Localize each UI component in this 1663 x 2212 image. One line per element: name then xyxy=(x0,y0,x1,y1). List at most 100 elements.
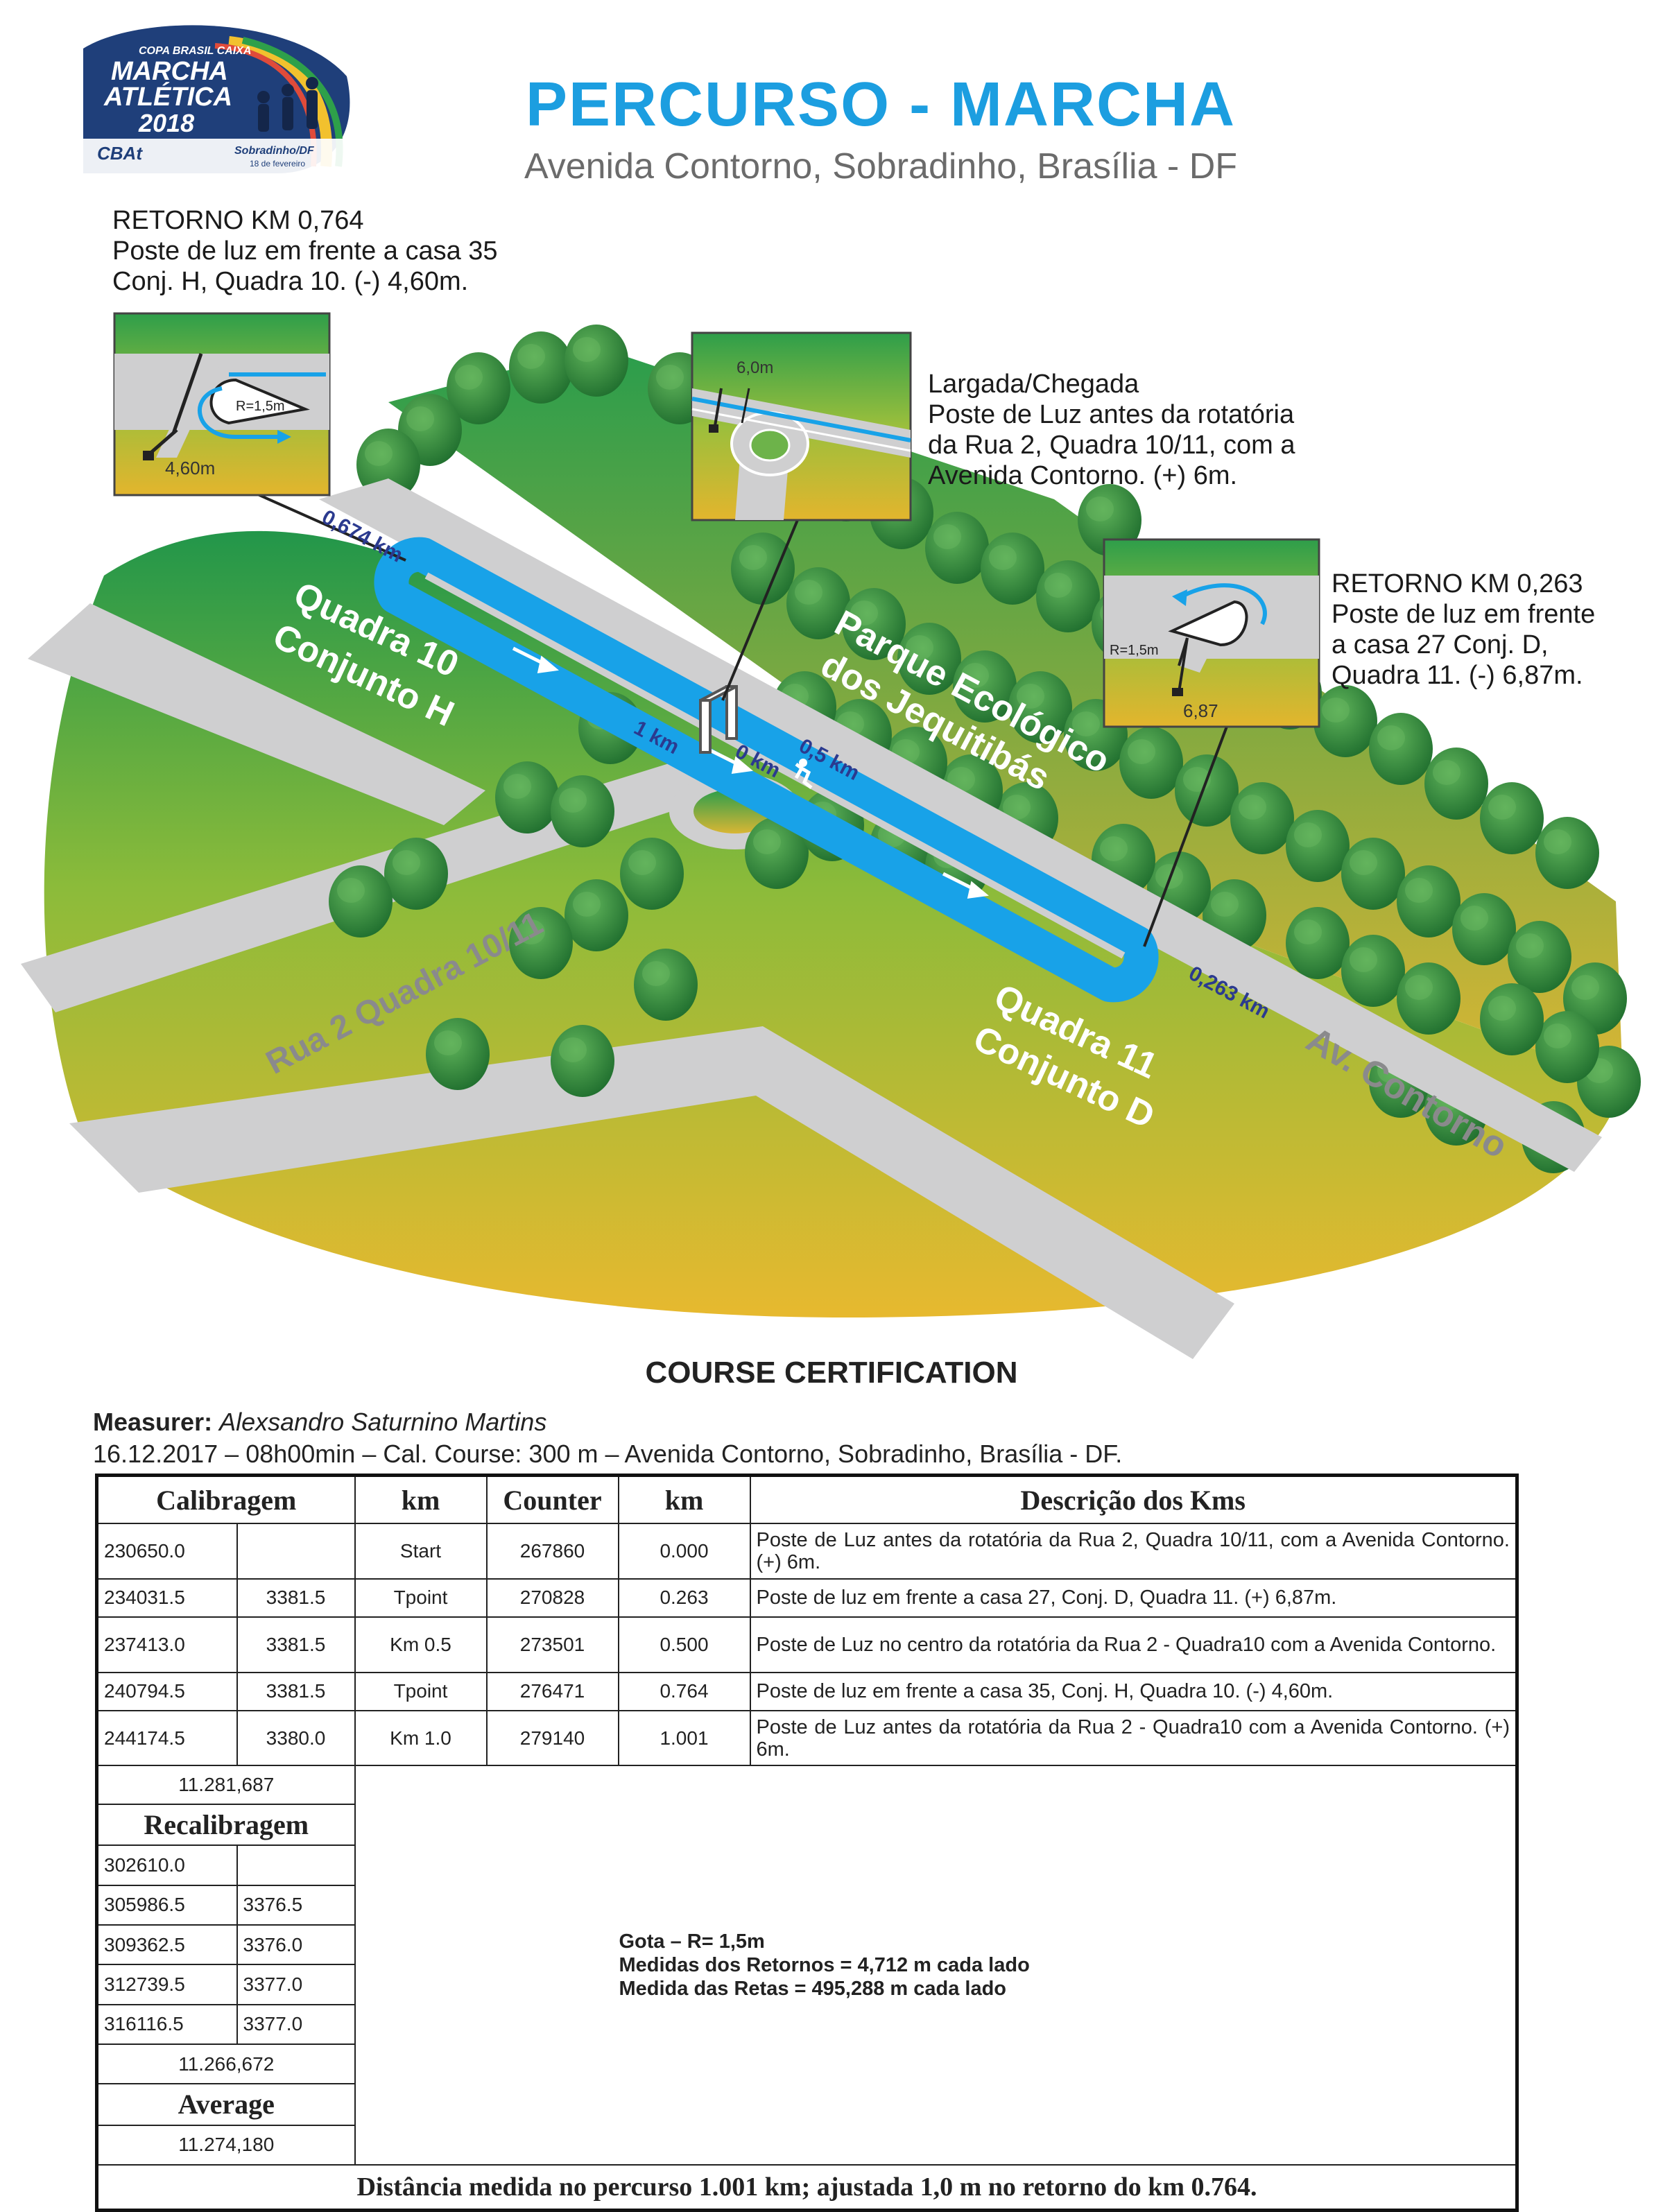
table-row: 237413.0 3381.5 Km 0.5 273501 0.500 Post… xyxy=(96,1616,1518,1673)
average-title-row: Average xyxy=(96,2083,1517,2126)
event-logo: COPA BRASIL CAIXA MARCHA ATLÉTICA 2018 S… xyxy=(83,25,350,173)
cell-cal: 240794.5 xyxy=(96,1671,238,1711)
recal-cal: 316116.5 xyxy=(96,2003,238,2045)
logo-line1: MARCHA xyxy=(111,57,228,86)
cell-km-value: 0.000 xyxy=(617,1523,751,1580)
recal-title: Recalibragem xyxy=(96,1803,356,1847)
inset-b-dist: 6,0m xyxy=(736,358,773,377)
cell-cal: 230650.0 xyxy=(96,1523,238,1580)
page-title: PERCURSO - MARCHA xyxy=(526,70,1236,139)
average-value: 11.274,180 xyxy=(96,2124,356,2166)
recal-cal: 309362.5 xyxy=(96,1924,238,1966)
walker-icon xyxy=(794,763,813,789)
inset-retorno-764: R=1,5m 4,60m xyxy=(113,312,331,496)
inset-c-radius: R=1,5m xyxy=(1110,643,1159,658)
walkers-icon xyxy=(257,77,318,132)
recal-diff: 3377.0 xyxy=(236,1964,356,2005)
cell-km: Tpoint xyxy=(354,1578,488,1618)
walker-head xyxy=(799,759,807,767)
table-row: 244174.5 3380.0 Km 1.0 279140 1.001 Post… xyxy=(96,1709,1518,1767)
header-km: km xyxy=(354,1474,488,1525)
table-header-row: Calibragem km Counter km Descrição dos K… xyxy=(96,1474,1518,1525)
recal-diff: 3376.0 xyxy=(236,1924,356,1966)
table-row: 316116.5 3377.0 xyxy=(96,2003,1517,2045)
recal-cal: 305986.5 xyxy=(96,1884,238,1926)
recal-diff: 3377.0 xyxy=(236,2003,356,2045)
certification-footer: Distância medida no percurso 1.001 km; a… xyxy=(96,2164,1518,2211)
note-largada: Largada/Chegada Poste de Luz antes da ro… xyxy=(928,370,1295,490)
note-retornos: Medidas dos Retornos = 4,712 m cada lado xyxy=(619,1954,1030,1977)
recal-total-row: 11.266,672 xyxy=(96,2043,1517,2085)
cell-km-value: 1.001 xyxy=(617,1709,751,1767)
cell-diff: 3381.5 xyxy=(236,1616,356,1673)
note-gota: Gota – R= 1,5m xyxy=(619,1930,765,1953)
course-map: R=1,5m 4,60m 6,0m R=1,5m 6,87 Quadra 10 … xyxy=(21,25,1641,1359)
note-retorno-263: RETORNO KM 0,263 Poste de luz em frente … xyxy=(1332,569,1596,690)
average-title: Average xyxy=(96,2083,356,2126)
header-descricao: Descrição dos Kms xyxy=(749,1474,1518,1525)
note-retorno-764: RETORNO KM 0,764 Poste de luz em frente … xyxy=(112,206,498,296)
cell-diff: 3381.5 xyxy=(236,1671,356,1711)
header-calibragem: Calibragem xyxy=(96,1474,356,1525)
measurer-line: Measurer: Alexsandro Saturnino Martins xyxy=(93,1408,546,1437)
recal-total: 11.266,672 xyxy=(96,2043,356,2085)
footer-row: Distância medida no percurso 1.001 km; a… xyxy=(96,2164,1518,2211)
inset-retorno-263: R=1,5m 6,87 xyxy=(1103,538,1320,728)
cell-desc: Poste de luz em frente a casa 27, Conj. … xyxy=(749,1578,1518,1618)
cell-km-value: 0.500 xyxy=(617,1616,751,1673)
cell-cal: 237413.0 xyxy=(96,1616,238,1673)
note-retas: Medida das Retas = 495,288 m cada lado xyxy=(619,1978,1007,2001)
logo-place: Sobradinho/DF xyxy=(234,145,315,157)
cell-diff xyxy=(236,1523,356,1580)
cell-counter: 276471 xyxy=(485,1671,619,1711)
course-loop-center xyxy=(424,572,1126,959)
logo-line2: ATLÉTICA xyxy=(103,81,232,112)
cell-desc: Poste de Luz antes da rotatória da Rua 2… xyxy=(749,1709,1518,1767)
road-lower xyxy=(69,1026,1234,1359)
cell-km: Start xyxy=(354,1523,488,1580)
cell-km-value: 0.263 xyxy=(617,1578,751,1618)
cell-desc: Poste de luz em frente a casa 35, Conj. … xyxy=(749,1671,1518,1711)
recal-title-row: Recalibragem xyxy=(96,1803,1517,1847)
cell-counter: 267860 xyxy=(485,1523,619,1580)
table-row: 240794.5 3381.5 Tpoint 276471 0.764 Post… xyxy=(96,1671,1518,1711)
cell-cal: 234031.5 xyxy=(96,1578,238,1618)
inset-c-dist: 6,87 xyxy=(1183,700,1218,721)
recal-cal: 312739.5 xyxy=(96,1964,238,2005)
certification-table: Calibragem km Counter km Descrição dos K… xyxy=(95,1474,1519,2212)
start-finish-arch xyxy=(699,685,738,754)
cell-counter: 279140 xyxy=(485,1709,619,1767)
park-area xyxy=(388,347,1623,1082)
average-value-row: 11.274,180 xyxy=(96,2124,1517,2166)
measurer-label: Measurer: xyxy=(93,1408,213,1436)
cal-total-row: 11.281,687 Gota – R= 1,5m Medidas dos Re… xyxy=(96,1765,1518,2166)
cell-desc: Poste de Luz antes da rotatória da Rua 2… xyxy=(749,1523,1518,1580)
cell-km: Km 1.0 xyxy=(354,1709,488,1767)
cell-diff: 3380.0 xyxy=(236,1709,356,1767)
leader-line-start xyxy=(721,519,799,701)
cell-km-value: 0.764 xyxy=(617,1671,751,1711)
date-line: 16.12.2017 – 08h00min – Cal. Course: 300… xyxy=(93,1440,1123,1468)
cell-diff: 3381.5 xyxy=(236,1578,356,1618)
table-row: 305986.5 3376.5 xyxy=(96,1884,1517,1926)
table-row: 234031.5 3381.5 Tpoint 270828 0.263 Post… xyxy=(96,1578,1518,1618)
cell-km: Km 0.5 xyxy=(354,1616,488,1673)
measurer-name: Alexsandro Saturnino Martins xyxy=(219,1408,547,1436)
header-counter: Counter xyxy=(485,1474,619,1525)
cell-counter: 270828 xyxy=(485,1578,619,1618)
header-km-value: km xyxy=(617,1474,751,1525)
notes-cell: Gota – R= 1,5m Medidas dos Retornos = 4,… xyxy=(354,1765,1518,2166)
logo-date: 18 de fevereiro xyxy=(250,159,305,169)
table-row: 312739.5 3377.0 xyxy=(96,1964,1517,2005)
road-branch-left xyxy=(28,603,485,825)
table-row: 230650.0 Start 267860 0.000 Poste de Luz… xyxy=(96,1523,1518,1580)
cell-cal: 244174.5 xyxy=(96,1709,238,1767)
cell-desc: Poste de Luz no centro da rotatória da R… xyxy=(749,1616,1518,1673)
road-av-contorno xyxy=(319,478,1602,1172)
recal-diff xyxy=(236,1844,356,1886)
inset-a-dist: 4,60m xyxy=(165,458,215,478)
recal-cal: 302610.0 xyxy=(96,1844,238,1886)
table-row: 309362.5 3376.0 xyxy=(96,1924,1517,1966)
logo-year: 2018 xyxy=(138,109,194,137)
inset-a-radius: R=1,5m xyxy=(236,399,285,414)
